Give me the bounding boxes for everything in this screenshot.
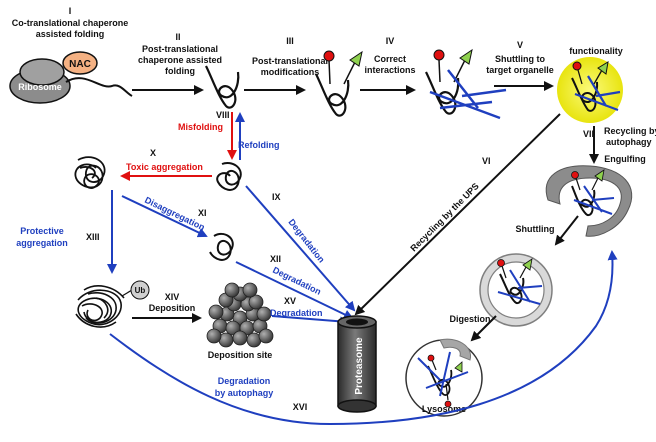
ptm-green-triangle (349, 50, 363, 67)
target-organelle: functionality (557, 46, 623, 123)
step-1-number: I (69, 6, 72, 16)
step-5-label: V Shuttling to target organelle (486, 40, 554, 75)
interaction-partners (429, 69, 507, 120)
step-16-line2: by autophagy (215, 388, 274, 398)
step-14-label: Deposition (149, 303, 196, 313)
step-15-number: XV (284, 296, 296, 306)
step-11-number: XI (198, 208, 207, 218)
ribosome-small-subunit (19, 58, 65, 86)
deposition-sphere (258, 328, 274, 344)
step-6-label: Recycling by the UPS (408, 181, 481, 254)
ptm-red-dot (323, 50, 335, 62)
deposition-sphere (208, 304, 224, 320)
step-8-label: Misfolding (178, 122, 223, 132)
digestion-label: Digestion (449, 314, 490, 324)
step-4-label: IV Correct interactions (364, 36, 415, 75)
step-9-number: IX (272, 192, 281, 202)
proteasome-label: Proteasome (354, 337, 365, 395)
step-5-number: V (517, 40, 523, 50)
deposition-sphere (248, 294, 264, 310)
ub-label: Ub (135, 286, 146, 295)
step-6-number: VI (482, 156, 491, 166)
step-2-line3: folding (165, 66, 195, 76)
ribosome-label: Ribosome (18, 82, 62, 92)
step-5-line2: target organelle (486, 65, 554, 75)
protective-aggregate (75, 285, 125, 328)
step-10-number: X (150, 148, 156, 158)
step-16-number: XVI (293, 402, 308, 412)
nascent-chain (65, 77, 133, 97)
step-3-line2: modifications (261, 67, 320, 77)
autophagosome-inner (487, 261, 545, 319)
shuttling-label: Shuttling (516, 224, 555, 234)
step-1-line2: assisted folding (36, 29, 105, 39)
step-7-number: VII (583, 129, 594, 139)
step-2-label: II Post-translational chaperone assisted… (138, 32, 222, 76)
arrow-shuttling (554, 215, 579, 246)
interacting-protein (425, 48, 507, 120)
step-1-label: I Co-translational chaperone assisted fo… (12, 6, 129, 39)
arrow-step-16 (109, 250, 618, 426)
step-4-line2: interactions (364, 65, 415, 75)
arrow-step-9 (245, 185, 356, 312)
lysosome: Lysosome (405, 338, 483, 417)
folded-protein-native (205, 65, 240, 109)
step-14-number: XIV (165, 292, 180, 302)
arrow-digestion (470, 315, 497, 342)
deposition-site-label: Deposition site (208, 350, 273, 360)
deposition-sphere (242, 282, 258, 298)
step-4-number: IV (386, 36, 395, 46)
phagophore (545, 165, 633, 237)
arrow-step-12 (235, 261, 354, 320)
proteasome: Proteasome (337, 315, 377, 413)
step-3-line1: Post-translational (252, 56, 328, 66)
deposition-sphere (206, 328, 222, 344)
step-5-line1: Shuttling to (495, 54, 545, 64)
organelle-yellow (557, 57, 623, 123)
step-13-number: XIII (86, 232, 100, 242)
autophagosome (479, 253, 553, 327)
ubiquitin-tag: Ub (121, 280, 150, 300)
ribosome-complex: NAC Ribosome (9, 51, 133, 104)
nac-label: NAC (69, 59, 91, 70)
step-7-label: VII Recycling by autophagy (583, 126, 656, 147)
arrow-step-6 (354, 113, 561, 316)
step-2-number: II (175, 32, 180, 42)
step-7-line2: autophagy (606, 137, 652, 147)
modified-protein (315, 50, 363, 117)
step-13-line2: aggregation (16, 238, 68, 248)
misfolded-protein (216, 162, 242, 191)
refolding-label: Refolding (238, 140, 280, 150)
deposition-sphere (256, 306, 272, 322)
step-13-line1: Protective (20, 226, 64, 236)
arrow-disaggregation (121, 195, 208, 238)
step-12-number: XII (270, 254, 281, 264)
deposition-sphere (224, 282, 240, 298)
deposition-sphere (232, 330, 248, 346)
step-3-number: III (286, 36, 294, 46)
deposition-site (206, 282, 274, 348)
step-1-line1: Co-translational chaperone (12, 18, 129, 28)
step-15-label: Degradation (270, 308, 323, 318)
toxic-aggregate (74, 156, 106, 189)
nac-chaperone (62, 51, 98, 75)
functionality-label: functionality (569, 46, 623, 56)
engulfing-label: Engulfing (604, 154, 646, 164)
step-7-line1: Recycling by (604, 126, 656, 136)
step-2-line2: chaperone assisted (138, 55, 222, 65)
step-8-number: VIII (216, 110, 230, 120)
step-3-label: III Post-translational modifications (252, 36, 328, 77)
step-4-line1: Correct (374, 54, 406, 64)
phagophore-membrane (545, 165, 633, 237)
disaggregated-protein (209, 232, 234, 261)
lysosome-label: Lysosome (422, 404, 466, 414)
arrow-step-15 (271, 315, 350, 327)
step-10-label: Toxic aggregation (126, 162, 203, 172)
step-16-line1: Degradation (218, 376, 271, 386)
step-2-line1: Post-translational (142, 44, 218, 54)
step-11-label: Disaggregation (143, 195, 206, 233)
